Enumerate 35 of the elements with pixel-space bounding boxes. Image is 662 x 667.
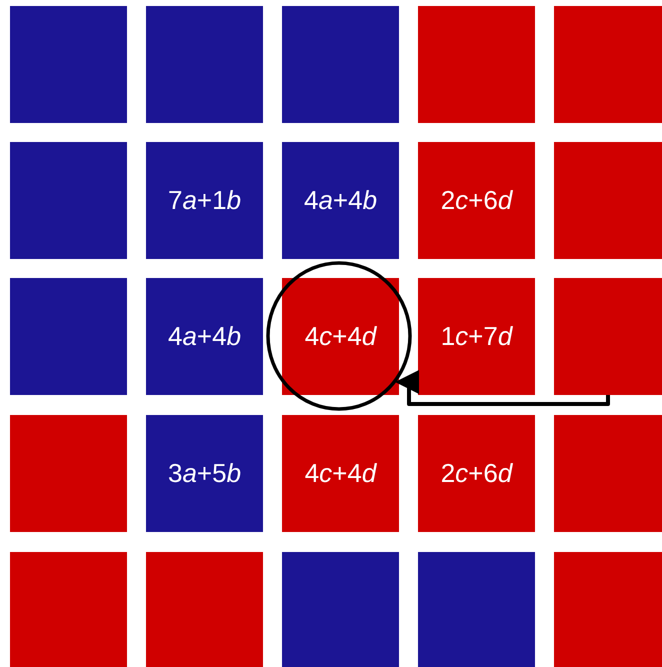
arrow [395, 370, 610, 406]
expression-label: 4a+4b [168, 320, 242, 353]
colored-square [554, 552, 662, 667]
colored-square [146, 142, 263, 259]
colored-square [10, 278, 127, 395]
colored-square [10, 6, 127, 123]
colored-square [282, 142, 399, 259]
colored-square [418, 552, 535, 667]
colored-square [146, 6, 263, 123]
expression-label: 1c+7d [440, 320, 512, 353]
colored-square [418, 142, 535, 259]
expression-label: 7a+1b [168, 184, 242, 217]
expression-label: 4c+4d [304, 320, 376, 353]
colored-square [10, 415, 127, 532]
colored-square [418, 415, 535, 532]
expression-label: 3a+5b [168, 457, 242, 490]
colored-square [282, 415, 399, 532]
colored-square [554, 415, 662, 532]
colored-square [146, 415, 263, 532]
expression-label: 4a+4b [304, 184, 378, 217]
colored-square [10, 142, 127, 259]
colored-square [282, 6, 399, 123]
colored-square [282, 278, 399, 395]
colored-square [554, 142, 662, 259]
colored-square [10, 552, 127, 667]
expression-label: 2c+6d [440, 184, 512, 217]
colored-square [146, 552, 263, 667]
expression-label: 2c+6d [440, 457, 512, 490]
colored-square [146, 278, 263, 395]
colored-square [418, 278, 535, 395]
colored-square [554, 278, 662, 395]
expression-label: 4c+4d [304, 457, 376, 490]
colored-square [282, 552, 399, 667]
colored-square [554, 6, 662, 123]
colored-square [418, 6, 535, 123]
